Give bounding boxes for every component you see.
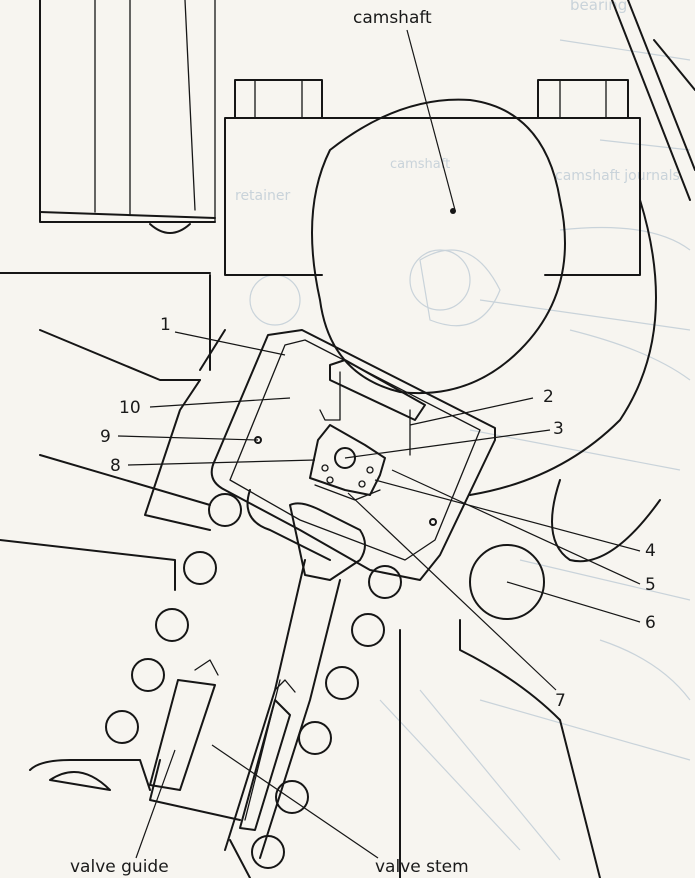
leader-camshaft <box>406 29 456 211</box>
label-10: 10 <box>119 398 141 418</box>
label-valve-stem: valve stem <box>375 857 469 877</box>
leader-5 <box>391 469 641 585</box>
label-6: 6 <box>645 613 656 633</box>
show-through-camshaft: camshaft <box>390 157 450 172</box>
label-8: 8 <box>110 456 121 476</box>
leader-4 <box>374 479 641 552</box>
leader-8 <box>127 459 316 466</box>
cam-carrier <box>199 79 641 371</box>
oil-gallery <box>469 544 545 620</box>
leader-6 <box>506 581 641 623</box>
leader-1 <box>174 331 286 356</box>
upper-left-housing <box>0 0 216 274</box>
label-valve-guide: valve guide <box>70 857 169 877</box>
label-7: 7 <box>555 691 566 711</box>
label-9: 9 <box>100 427 111 447</box>
label-camshaft: camshaft <box>353 8 432 28</box>
valve-spring-coils <box>105 493 402 869</box>
hydraulic-plunger <box>254 424 437 526</box>
show-through-bearing: bearing <box>570 0 627 14</box>
label-5: 5 <box>645 575 656 595</box>
show-through-background: bearing camshaft journals retainer camsh… <box>235 0 691 861</box>
leader-9 <box>117 435 259 441</box>
leader-3 <box>344 429 551 459</box>
leader-2 <box>409 397 534 426</box>
cylinder-head-left <box>0 329 211 791</box>
label-4: 4 <box>645 541 656 561</box>
leader-7 <box>347 492 557 691</box>
right-bolt-head <box>537 79 629 119</box>
valve-assembly <box>149 489 366 878</box>
check-ball <box>334 447 356 469</box>
leader-valve-stem <box>211 744 379 859</box>
label-2: 2 <box>543 387 554 407</box>
show-through-journals: camshaft journals <box>555 168 680 184</box>
leader-lines <box>117 29 641 859</box>
label-3: 3 <box>553 419 564 439</box>
camshaft-lobe <box>311 98 566 395</box>
left-bolt-head <box>234 79 323 119</box>
right-frame <box>399 0 695 878</box>
leader-10 <box>149 397 291 408</box>
show-through-retainer: retainer <box>235 188 291 204</box>
leader-valve-guide <box>135 749 176 859</box>
tappet-bucket <box>210 329 496 581</box>
label-1: 1 <box>160 315 171 335</box>
